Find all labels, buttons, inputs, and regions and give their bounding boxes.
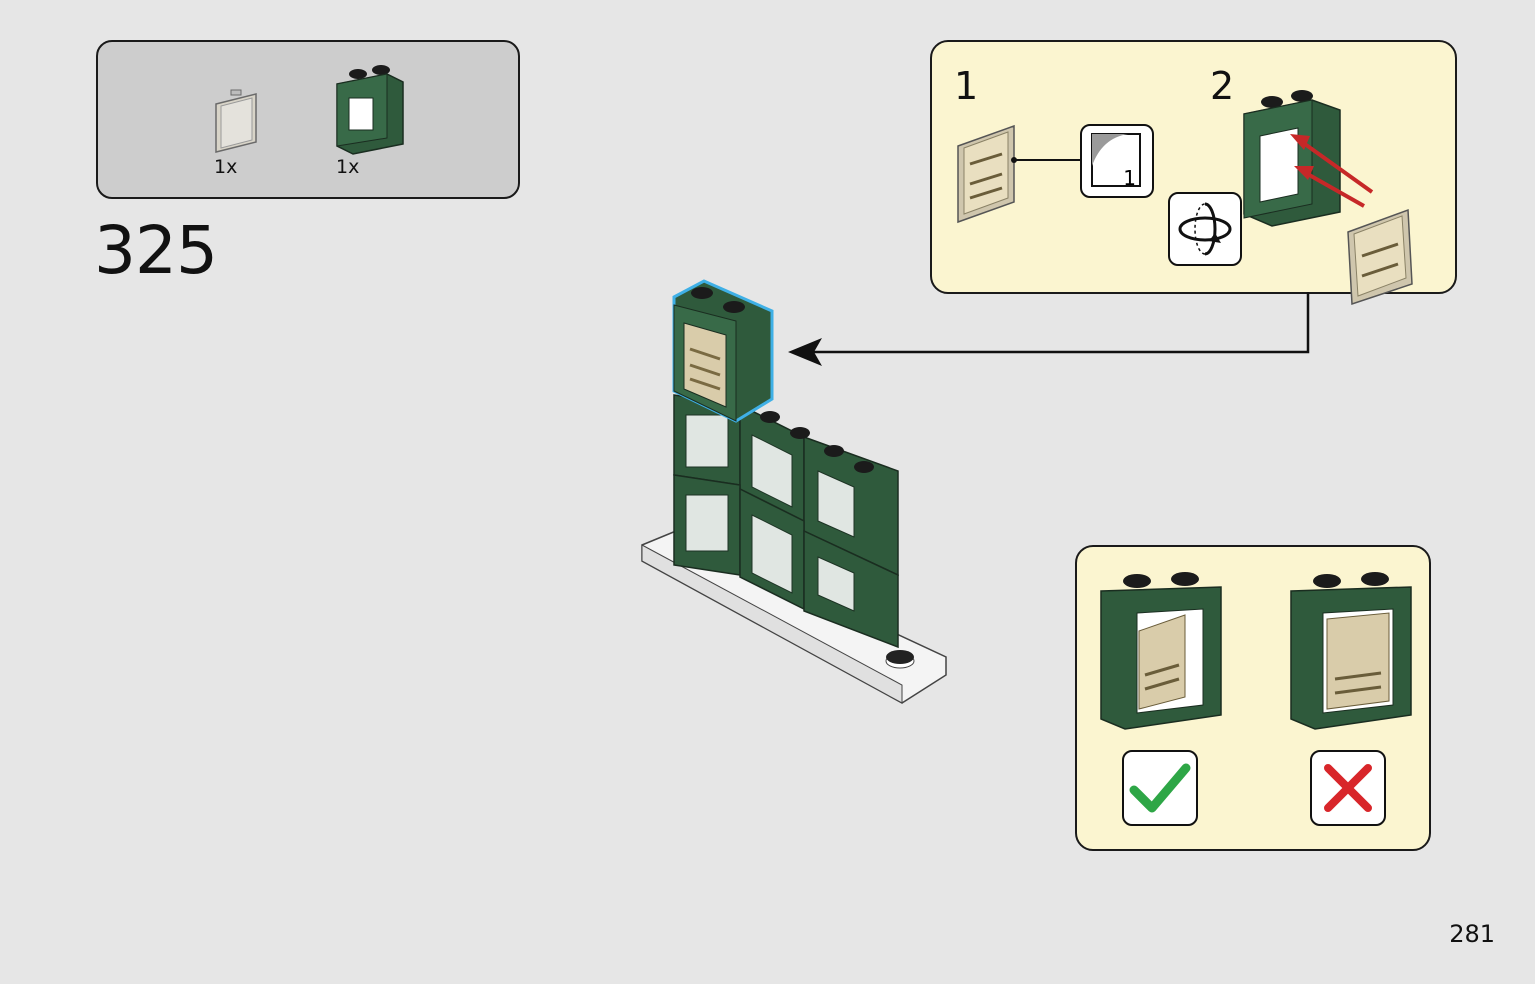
glass-pane-count: 1x xyxy=(214,156,238,178)
main-model-wall xyxy=(641,279,947,704)
cross-icon xyxy=(1324,764,1372,812)
correct-orientation-frame xyxy=(1100,572,1222,730)
sub-step-1-label: 1 xyxy=(954,64,979,108)
rotate-icon xyxy=(1178,202,1232,256)
glass-pane-part xyxy=(215,89,257,153)
step-number: 325 xyxy=(94,212,218,289)
orientation-check-callout xyxy=(1075,545,1431,851)
sub-assembly-callout: 1 2 1 xyxy=(930,40,1457,306)
sub-step-2-label: 2 xyxy=(1210,64,1235,108)
window-frame-count: 1x xyxy=(336,156,360,178)
sticker-badge: 1 xyxy=(1080,124,1154,198)
sticker-curl-icon xyxy=(1091,133,1141,187)
rotate-badge xyxy=(1168,192,1242,266)
page-number: 281 xyxy=(1449,920,1495,948)
sticker-connector xyxy=(1011,157,1080,163)
window-frame-part xyxy=(336,65,404,155)
correct-badge xyxy=(1122,750,1198,826)
wrong-orientation-frame xyxy=(1290,572,1412,730)
sticker-number: 1 xyxy=(1123,166,1136,190)
wrong-badge xyxy=(1310,750,1386,826)
callout-pointer-arrow xyxy=(788,292,1310,366)
sub-assembly-frame xyxy=(1243,90,1413,306)
printed-glass-pane xyxy=(957,124,1015,224)
parts-list-box: 1x 1x xyxy=(96,40,520,199)
checkmark-icon xyxy=(1129,763,1191,813)
